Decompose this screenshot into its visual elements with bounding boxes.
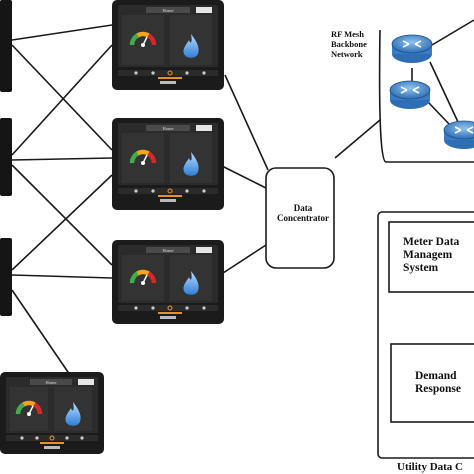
router-icon <box>389 80 431 109</box>
link-meter-a-display-1 <box>11 24 113 41</box>
display-header: Home <box>46 380 57 385</box>
in-home-display-4: Home <box>0 372 104 454</box>
demand-response-label: Demand Response <box>415 370 461 396</box>
link-meter-a-display-2 <box>11 44 113 151</box>
demand-response-label-line: Demand <box>415 370 457 382</box>
link-router-1-edge <box>431 19 474 46</box>
link-meter-b-display-3 <box>11 164 113 266</box>
data-concentrator-label: Data Concentrator <box>272 203 334 224</box>
rf-mesh-label-line: RF Mesh <box>331 29 364 39</box>
gauge-icon <box>129 149 157 165</box>
rf-cloud-outline <box>378 29 474 163</box>
gauge-icon <box>129 31 157 47</box>
mdms-label-line: Meter Data <box>403 236 460 248</box>
in-home-display-1: Home <box>112 0 224 90</box>
link-meter-b-display-2 <box>11 157 113 161</box>
flame-icon <box>65 402 81 426</box>
data-concentrator-label-line: Data <box>293 203 313 213</box>
mdms-box <box>388 221 474 293</box>
in-home-display-3: Home <box>112 240 224 324</box>
connection-lines <box>11 19 474 376</box>
demand-response-box <box>390 343 474 423</box>
link-display-2-concentrator <box>219 164 267 189</box>
link-display-1-concentrator <box>224 74 269 171</box>
data-concentrator-box <box>265 167 335 269</box>
meter-a <box>0 0 12 92</box>
rf-mesh-label-line: Backbone <box>331 38 367 49</box>
link-concentrator-rf <box>334 119 381 159</box>
meter-devices-left-edge <box>0 0 12 316</box>
in-home-display-2: Home <box>112 118 224 210</box>
display-header: Home <box>163 126 174 131</box>
data-concentrator-label-line: Concentrator <box>277 213 329 224</box>
rf-mesh-label-line: Network <box>331 48 363 59</box>
display-header: Home <box>163 8 174 13</box>
link-router-1-3 <box>429 61 459 123</box>
flame-icon <box>183 152 199 176</box>
router-icon <box>443 120 474 149</box>
demand-response-label-line: Response <box>415 383 462 396</box>
gauge-icon <box>15 400 43 416</box>
meter-b <box>0 118 12 196</box>
mdms-label-line: Managem <box>403 249 453 262</box>
flame-icon <box>183 271 199 295</box>
link-meter-b-display-1 <box>11 44 113 156</box>
flame-icon <box>183 34 199 58</box>
gauge-icon <box>129 269 157 285</box>
link-meter-c-display-2 <box>11 174 113 271</box>
rf-mesh-cloud <box>378 29 474 163</box>
utility-data-center <box>377 211 474 459</box>
mdms-label-line: System <box>403 262 439 275</box>
display-header: Home <box>163 248 174 253</box>
utility-data-center-label: Utility Data C <box>397 461 463 473</box>
link-router-2-3 <box>427 101 451 126</box>
mdms-label: Meter Data Managem System <box>403 236 459 276</box>
router-icon <box>391 34 433 63</box>
link-display-3-concentrator <box>219 244 267 276</box>
meter-c <box>0 238 12 316</box>
rf-mesh-label: RF Mesh Backbone Network <box>331 29 367 59</box>
link-meter-c-display-3 <box>11 274 113 279</box>
link-meter-c-display-4 <box>11 289 71 376</box>
